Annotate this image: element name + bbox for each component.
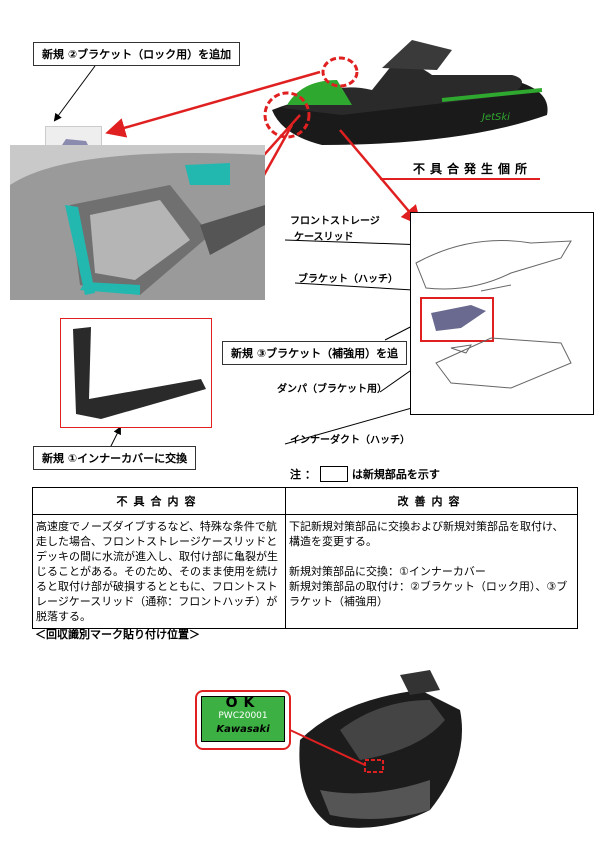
label-bracket-hatch: ブラケット（ハッチ） (298, 274, 398, 285)
front-storage-render (10, 145, 265, 300)
label-inner-cover: 新規 ①インナーカバーに交換 (33, 446, 197, 470)
inner-cover-image (60, 318, 212, 428)
jetski-rear-image (289, 670, 462, 828)
sticker-ok: OK (225, 695, 261, 711)
fix-description: 下記新規対策部品に交換および新規対策部品を取付け、構造を変更する。 新規対策部品… (285, 514, 578, 629)
mark-position-title: ＜回収識別マーク貼り付け位置＞ (35, 628, 200, 641)
fix-line-1: 下記新規対策部品に交換および新規対策部品を取付け、構造を変更する。 (289, 520, 564, 548)
sticker-code: PWC20001 (218, 711, 268, 721)
recall-sticker: OK PWC20001 Kawasaki (195, 690, 291, 750)
jetski-logo: JetSki (480, 112, 510, 123)
exploded-view (410, 212, 594, 415)
fix-line-2: 新規対策部品に交換：①インナーカバー (289, 565, 486, 578)
legend-note: 注 ： は新規部品を示す (290, 466, 440, 482)
defect-location-title: 不具合発生個所 (413, 162, 533, 176)
defect-underline (380, 178, 540, 180)
label-lid-1: フロントストレージ (290, 216, 380, 227)
fix-line-3: 新規対策部品の取付け：②ブラケット（ロック用）、③ブラケット（補強用） (289, 580, 568, 608)
header-fix: 改善内容 (285, 487, 578, 515)
note-prefix: 注 ： (290, 468, 316, 481)
header-defect: 不具合内容 (32, 487, 286, 515)
sticker-brand: Kawasaki (216, 724, 270, 735)
note-suffix: は新規部品を示す (351, 468, 440, 481)
jetski-image: JetSki (263, 40, 548, 145)
label-inner-duct: インナーダクト（ハッチ） (290, 435, 410, 446)
label-lid-2: ケースリッド (294, 232, 354, 243)
label-bracket-reinforce: 新規 ③ブラケット（補強用）を追 (222, 341, 408, 365)
defect-description: 高速度でノーズダイブするなど、特殊な条件で航走した場合、フロントストレージケース… (32, 514, 286, 629)
new-part-highlight (420, 297, 494, 342)
label-damper: ダンパ（ブラケット用） (277, 384, 387, 395)
defect-table: 不具合内容 改善内容 高速度でノーズダイブするなど、特殊な条件で航走した場合、フ… (32, 487, 578, 629)
label-bracket-lock: 新規 ②ブラケット（ロック用）を追加 (33, 42, 241, 66)
legend-box (319, 466, 348, 482)
